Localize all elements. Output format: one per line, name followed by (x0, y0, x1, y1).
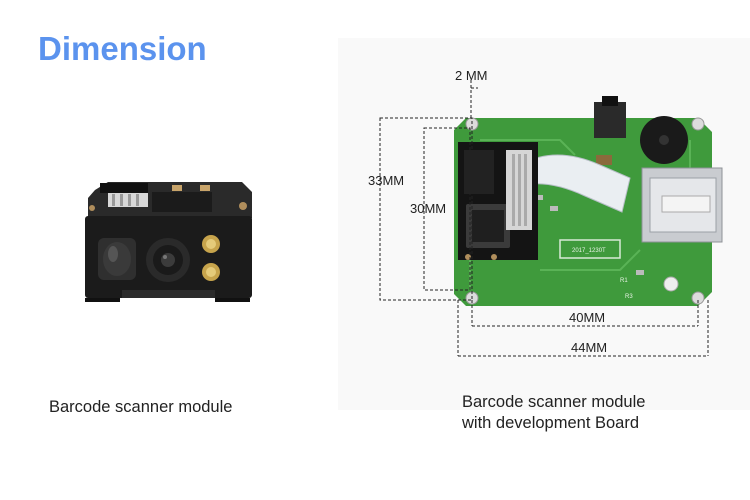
board-silk-label: 2017_1230T (572, 248, 606, 254)
board-ref-r3: R3 (625, 294, 633, 300)
caption-board: Barcode scanner module with development … (462, 392, 645, 434)
scanner-module-image (85, 182, 252, 302)
caption-board-line2: with development Board (462, 414, 640, 432)
dimension-lines (379, 80, 709, 357)
dim-label-2mm: 2 MM (455, 68, 488, 83)
page-title: Dimension (38, 30, 207, 67)
dim-label-40mm: 40MM (569, 310, 605, 325)
dim-label-44mm: 44MM (571, 340, 607, 355)
caption-module: Barcode scanner module (49, 398, 233, 416)
dim-label-33mm: 33MM (368, 173, 404, 188)
caption-board-line1: Barcode scanner module (462, 393, 646, 411)
development-board-image: 2017_1230T R1 R3 (454, 96, 723, 306)
dim-label-30mm: 30MM (410, 201, 446, 216)
board-ref-r1: R1 (620, 278, 628, 284)
